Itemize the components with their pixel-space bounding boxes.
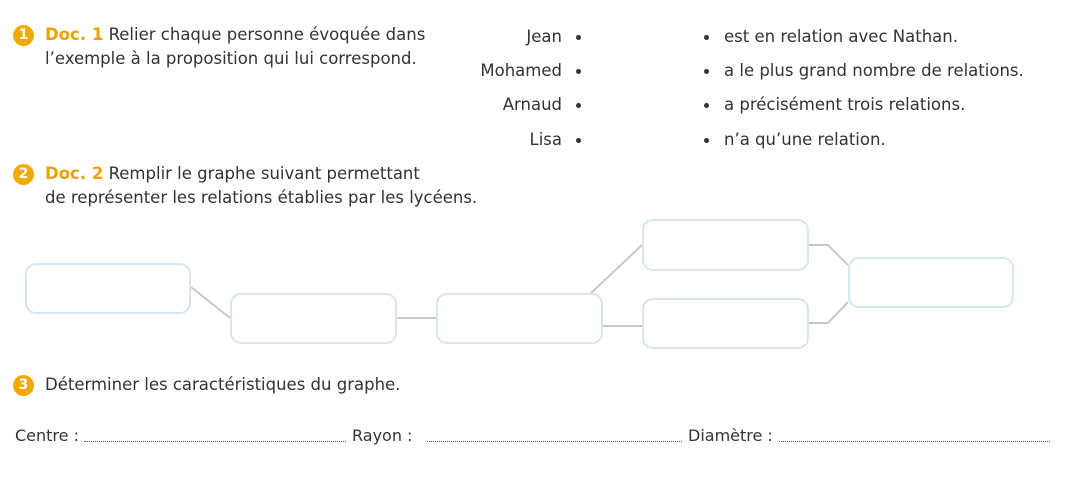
edge-d-f: [809, 244, 849, 266]
person-name-jean: Jean: [526, 27, 562, 46]
edge-e-f: [809, 301, 849, 324]
section3-instruction: Déterminer les caractéristiques du graph…: [45, 375, 401, 394]
prop-dot-4[interactable]: [704, 138, 709, 143]
graph-node-box-6[interactable]: [848, 257, 1014, 308]
prop-dot-1[interactable]: [704, 35, 709, 40]
centre-answer-line[interactable]: [84, 441, 346, 442]
step-1-badge: 1: [13, 25, 34, 46]
section1-instruction-line2: l’exemple à la proposition qui lui corre…: [45, 49, 417, 68]
prop-dot-3[interactable]: [704, 103, 709, 108]
section1-instruction-text: Relier chaque personne évoquée dans: [108, 25, 426, 44]
person-name-arnaud: Arnaud: [502, 95, 562, 114]
step-2-badge: 2: [13, 164, 34, 185]
rayon-answer-line[interactable]: [427, 441, 682, 442]
proposition-1: est en relation avec Nathan.: [724, 27, 958, 46]
section1-instruction-line1: Doc. 1 Relier chaque personne évoquée da…: [45, 25, 425, 45]
edge-a-b: [190, 286, 231, 319]
section2-instruction-line2: de représenter les relations établies pa…: [45, 188, 478, 207]
graph-node-box-3[interactable]: [436, 293, 603, 344]
name-dot-arnaud[interactable]: [576, 103, 581, 108]
name-dot-mohamed[interactable]: [576, 69, 581, 74]
prop-dot-2[interactable]: [704, 69, 709, 74]
graph-node-box-1[interactable]: [25, 263, 191, 314]
edge-c-d: [590, 244, 643, 294]
graph-node-box-4[interactable]: [642, 219, 809, 271]
diametre-label: Diamètre :: [688, 426, 773, 445]
doc1-label: Doc. 1: [45, 25, 104, 44]
person-name-mohamed: Mohamed: [480, 61, 562, 80]
proposition-3: a précisément trois relations.: [724, 95, 966, 114]
step-3-badge: 3: [13, 375, 34, 396]
graph-node-box-2[interactable]: [230, 293, 397, 344]
section2-instruction-text: Remplir le graphe suivant permettant: [108, 164, 420, 183]
diametre-answer-line[interactable]: [779, 441, 1050, 442]
graph-node-box-5[interactable]: [642, 298, 809, 349]
name-dot-jean[interactable]: [576, 35, 581, 40]
proposition-2: a le plus grand nombre de relations.: [724, 61, 1024, 80]
doc2-label: Doc. 2: [45, 164, 104, 183]
centre-label: Centre :: [15, 426, 79, 445]
section2-instruction-line1: Doc. 2 Remplir le graphe suivant permett…: [45, 164, 420, 184]
name-dot-lisa[interactable]: [576, 138, 581, 143]
rayon-label: Rayon :: [352, 426, 413, 445]
proposition-4: n’a qu’une relation.: [724, 130, 886, 149]
person-name-lisa: Lisa: [529, 130, 562, 149]
